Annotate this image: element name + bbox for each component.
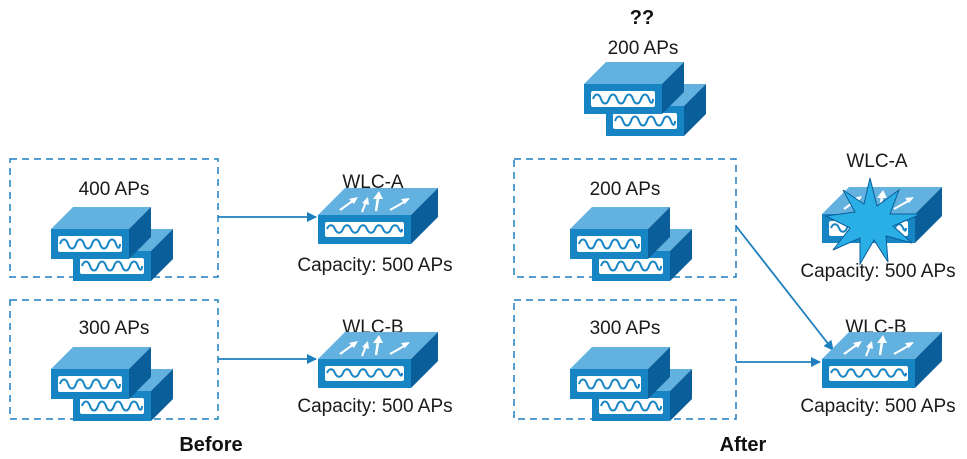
orphaned-access-point-icon (583, 61, 707, 137)
after-panel: ?? 200 APs 200 APs 300 APs WLC-A Capacit… (513, 7, 956, 456)
before-wlc-b-capacity: Capacity: 500 APs (297, 396, 452, 417)
before-group-1-label: 400 APs (79, 179, 150, 200)
wireless-controller-icon (316, 330, 440, 390)
after-link-failover (735, 225, 834, 351)
before-group-1-box (9, 158, 219, 278)
access-point-icon (50, 206, 174, 282)
failure-burst-icon (824, 177, 922, 266)
before-panel: 400 APs 300 APs WLC-A Capacity: 500 APs … (9, 158, 453, 456)
after-caption: After (720, 434, 767, 456)
before-caption: Before (179, 434, 242, 456)
access-point-icon (569, 206, 693, 282)
after-wlc-b-capacity: Capacity: 500 APs (800, 396, 955, 417)
after-group-2-box (513, 299, 737, 420)
after-wlc-a-name: WLC-A (846, 151, 908, 172)
after-wlc-a-capacity: Capacity: 500 APs (800, 261, 955, 282)
access-point-icon (569, 346, 693, 422)
after-group-2-label: 300 APs (590, 318, 661, 339)
access-point-icon (50, 346, 174, 422)
after-group-1-label: 200 APs (590, 179, 661, 200)
wireless-controller-icon (316, 186, 440, 246)
before-group-2-label: 300 APs (79, 318, 150, 339)
orphan-status: ?? (630, 7, 654, 29)
before-wlc-a-name: WLC-A (342, 172, 404, 193)
before-wlc-a-capacity: Capacity: 500 APs (297, 255, 452, 276)
wireless-controller-icon (820, 330, 944, 390)
orphan-label: 200 APs (608, 38, 679, 59)
